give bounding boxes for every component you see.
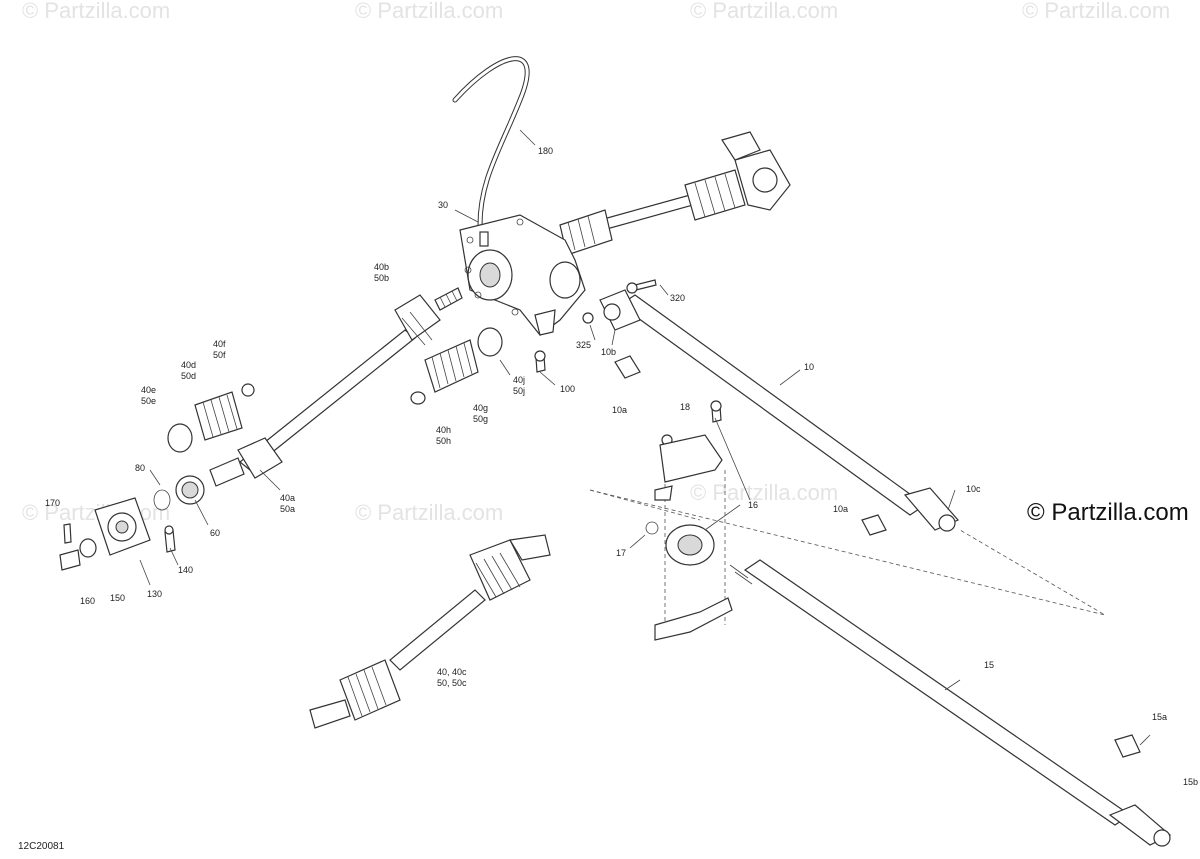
callout-17: 17 xyxy=(616,548,626,558)
callout-10a-front: 10a xyxy=(833,504,848,514)
callout-10: 10 xyxy=(804,362,814,372)
callout-50e: 50e xyxy=(141,396,156,406)
callout-50j: 50j xyxy=(513,386,525,396)
callout-10b: 10b xyxy=(601,347,616,357)
callout-50h: 50h xyxy=(436,436,451,446)
callout-40b: 40b xyxy=(374,262,389,272)
leader-lines xyxy=(139,129,1151,746)
callout-170: 170 xyxy=(45,498,60,508)
watermark: © Partzilla.com xyxy=(22,0,170,23)
callout-100: 100 xyxy=(560,384,575,394)
driveshaft-rear xyxy=(599,289,959,536)
cv-boot-kit xyxy=(167,327,503,453)
callout-18: 18 xyxy=(680,402,690,412)
callout-50d: 50d xyxy=(181,371,196,381)
callout-320: 320 xyxy=(670,293,685,303)
callout-50-50c: 50, 50c xyxy=(437,678,467,688)
callout-50g: 50g xyxy=(473,414,488,424)
driveshaft-front xyxy=(729,559,1172,847)
brand-watermark: © Partzilla.com xyxy=(1027,499,1189,526)
callout-140: 140 xyxy=(178,565,193,575)
callout-325: 325 xyxy=(576,340,591,350)
callout-40-40c: 40, 40c xyxy=(437,667,467,677)
watermark: © Partzilla.com xyxy=(690,480,838,505)
callout-40g: 40g xyxy=(473,403,488,413)
callout-10c: 10c xyxy=(966,484,981,494)
callout-40f: 40f xyxy=(213,339,226,349)
watermark: © Partzilla.com xyxy=(355,500,503,525)
callout-labels: 180 30 40b 50b 320 325 10b 40f 50f 40d 5… xyxy=(45,146,1198,787)
callout-40j: 40j xyxy=(513,375,525,385)
callout-160: 160 xyxy=(80,596,95,606)
callout-15: 15 xyxy=(984,660,994,670)
watermark: © Partzilla.com xyxy=(1022,0,1170,23)
callout-80: 80 xyxy=(135,463,145,473)
diagram-code: 12C20081 xyxy=(18,841,65,852)
callout-50f: 50f xyxy=(213,350,226,360)
callout-180: 180 xyxy=(538,146,553,156)
axle-shaft-left xyxy=(209,287,463,487)
axle-shaft-lower xyxy=(309,534,551,729)
watermark: © Partzilla.com xyxy=(355,0,503,23)
output-axle-upper xyxy=(559,131,791,256)
carrier-bearing xyxy=(645,434,733,641)
callout-16: 16 xyxy=(748,500,758,510)
callout-15b: 15b xyxy=(1183,777,1198,787)
callout-40d: 40d xyxy=(181,360,196,370)
watermark-layer: © Partzilla.com © Partzilla.com © Partzi… xyxy=(22,0,1170,525)
callout-50b: 50b xyxy=(374,273,389,283)
callout-50a: 50a xyxy=(280,504,295,514)
callout-40h: 40h xyxy=(436,425,451,435)
callout-30: 30 xyxy=(438,200,448,210)
callout-40e: 40e xyxy=(141,385,156,395)
watermark: © Partzilla.com xyxy=(690,0,838,23)
callout-40a: 40a xyxy=(280,493,295,503)
breather-hose xyxy=(452,56,530,228)
callout-10a: 10a xyxy=(612,405,627,415)
differential-housing xyxy=(459,214,586,336)
callout-150: 150 xyxy=(110,593,125,603)
callout-130: 130 xyxy=(147,589,162,599)
wheel-hub-assembly xyxy=(59,475,205,571)
callout-60: 60 xyxy=(210,528,220,538)
callout-15a: 15a xyxy=(1152,712,1167,722)
